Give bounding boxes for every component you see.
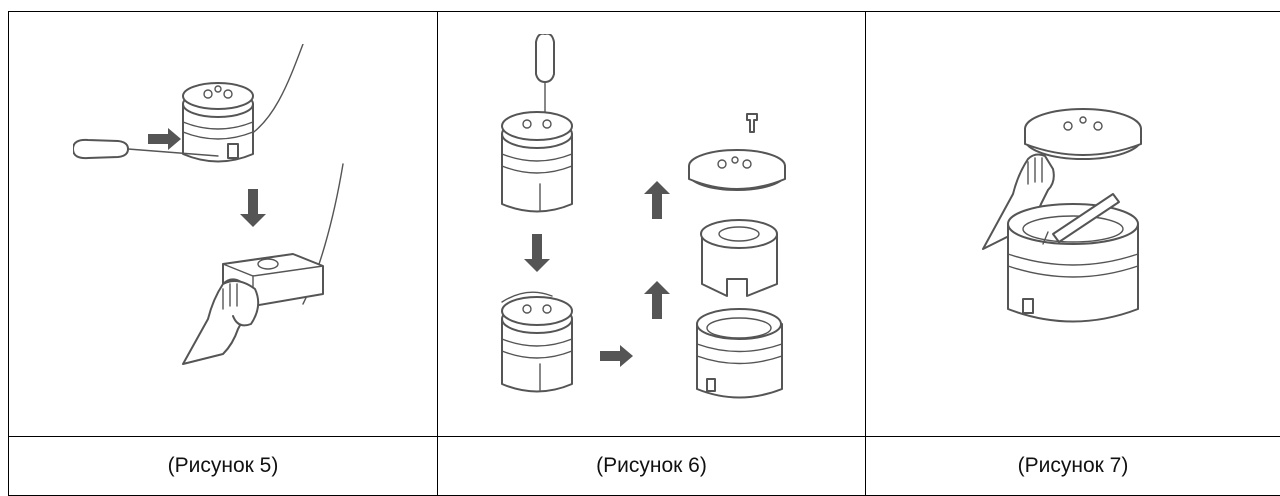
exploded-parts-icon	[482, 34, 822, 414]
figure-6-cell	[438, 12, 866, 437]
figure-6-caption: (Рисунок 6)	[596, 454, 707, 477]
figure-5-caption-cell: (Рисунок 5)	[9, 437, 438, 496]
cleaning-parts-icon	[963, 94, 1183, 354]
figure-7-caption-cell: (Рисунок 7)	[866, 437, 1280, 496]
figure-table: (Рисунок 5) (Рисунок 6) (Рисунок 7)	[8, 11, 1280, 496]
figure-7-caption: (Рисунок 7)	[1018, 454, 1129, 477]
figure-7-cell	[866, 12, 1280, 437]
figure-5-cell	[9, 12, 438, 437]
disassembly-wipe-icon	[73, 44, 373, 404]
figure-5-caption: (Рисунок 5)	[168, 454, 279, 477]
figure-6-caption-cell: (Рисунок 6)	[438, 437, 866, 496]
